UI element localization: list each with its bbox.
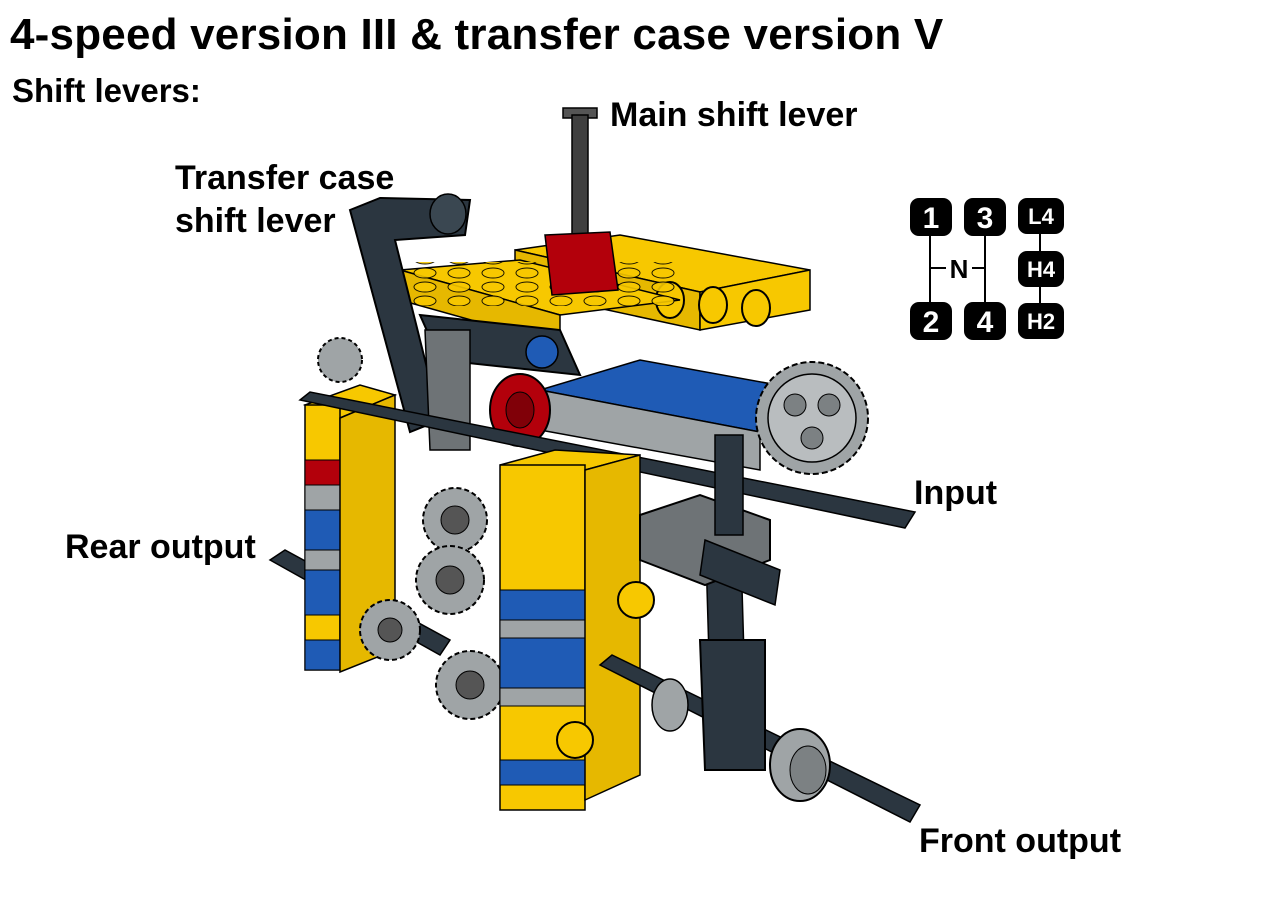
front-output-label: Front output <box>919 822 1122 860</box>
top-beam-left <box>399 259 681 346</box>
gear-large-24t <box>755 361 869 475</box>
gear-small-upper <box>422 487 488 553</box>
main-shift-lever-label: Main shift lever <box>610 96 858 134</box>
transfer-case-shift-lever <box>348 193 582 451</box>
mode-h2-box: H2 <box>1018 303 1064 339</box>
svg-text:H2: H2 <box>1027 309 1055 334</box>
gear-3-box: 3 <box>964 198 1006 236</box>
gear-small-middle <box>415 545 485 615</box>
transfer-case-label-line2: shift lever <box>175 202 336 240</box>
svg-text:1: 1 <box>923 202 940 235</box>
shift-pattern-diagram: 1 3 2 4 N L4 H4 H2 <box>910 198 1064 340</box>
mode-l4-box: L4 <box>1018 198 1064 234</box>
gear-2-box: 2 <box>910 302 952 340</box>
section-subtitle: Shift levers: <box>12 72 201 109</box>
svg-text:2: 2 <box>923 306 940 339</box>
neutral-label: N <box>950 254 969 284</box>
front-frame-column <box>499 449 655 811</box>
transfer-case-label-line1: Transfer case <box>175 159 395 197</box>
transfer-case-shift-lever-label: Transfer case shift lever <box>175 157 394 243</box>
input-axle-connector <box>639 434 781 607</box>
svg-text:3: 3 <box>977 202 994 235</box>
svg-text:4: 4 <box>977 306 994 339</box>
red-clutch-gear <box>489 373 551 447</box>
gear-4-box: 4 <box>964 302 1006 340</box>
svg-text:L4: L4 <box>1028 204 1054 229</box>
gear-small-lower <box>435 650 505 720</box>
gear-small-lower-left <box>359 599 421 661</box>
page-title: 4-speed version III & transfer case vers… <box>10 10 944 59</box>
main-shift-lever <box>544 107 619 296</box>
rear-output-label: Rear output <box>65 528 256 566</box>
gear-top-left <box>317 337 363 383</box>
gear-1-box: 1 <box>910 198 952 236</box>
svg-text:H4: H4 <box>1027 257 1056 282</box>
mode-h4-box: H4 <box>1018 251 1064 287</box>
input-label: Input <box>914 474 998 512</box>
